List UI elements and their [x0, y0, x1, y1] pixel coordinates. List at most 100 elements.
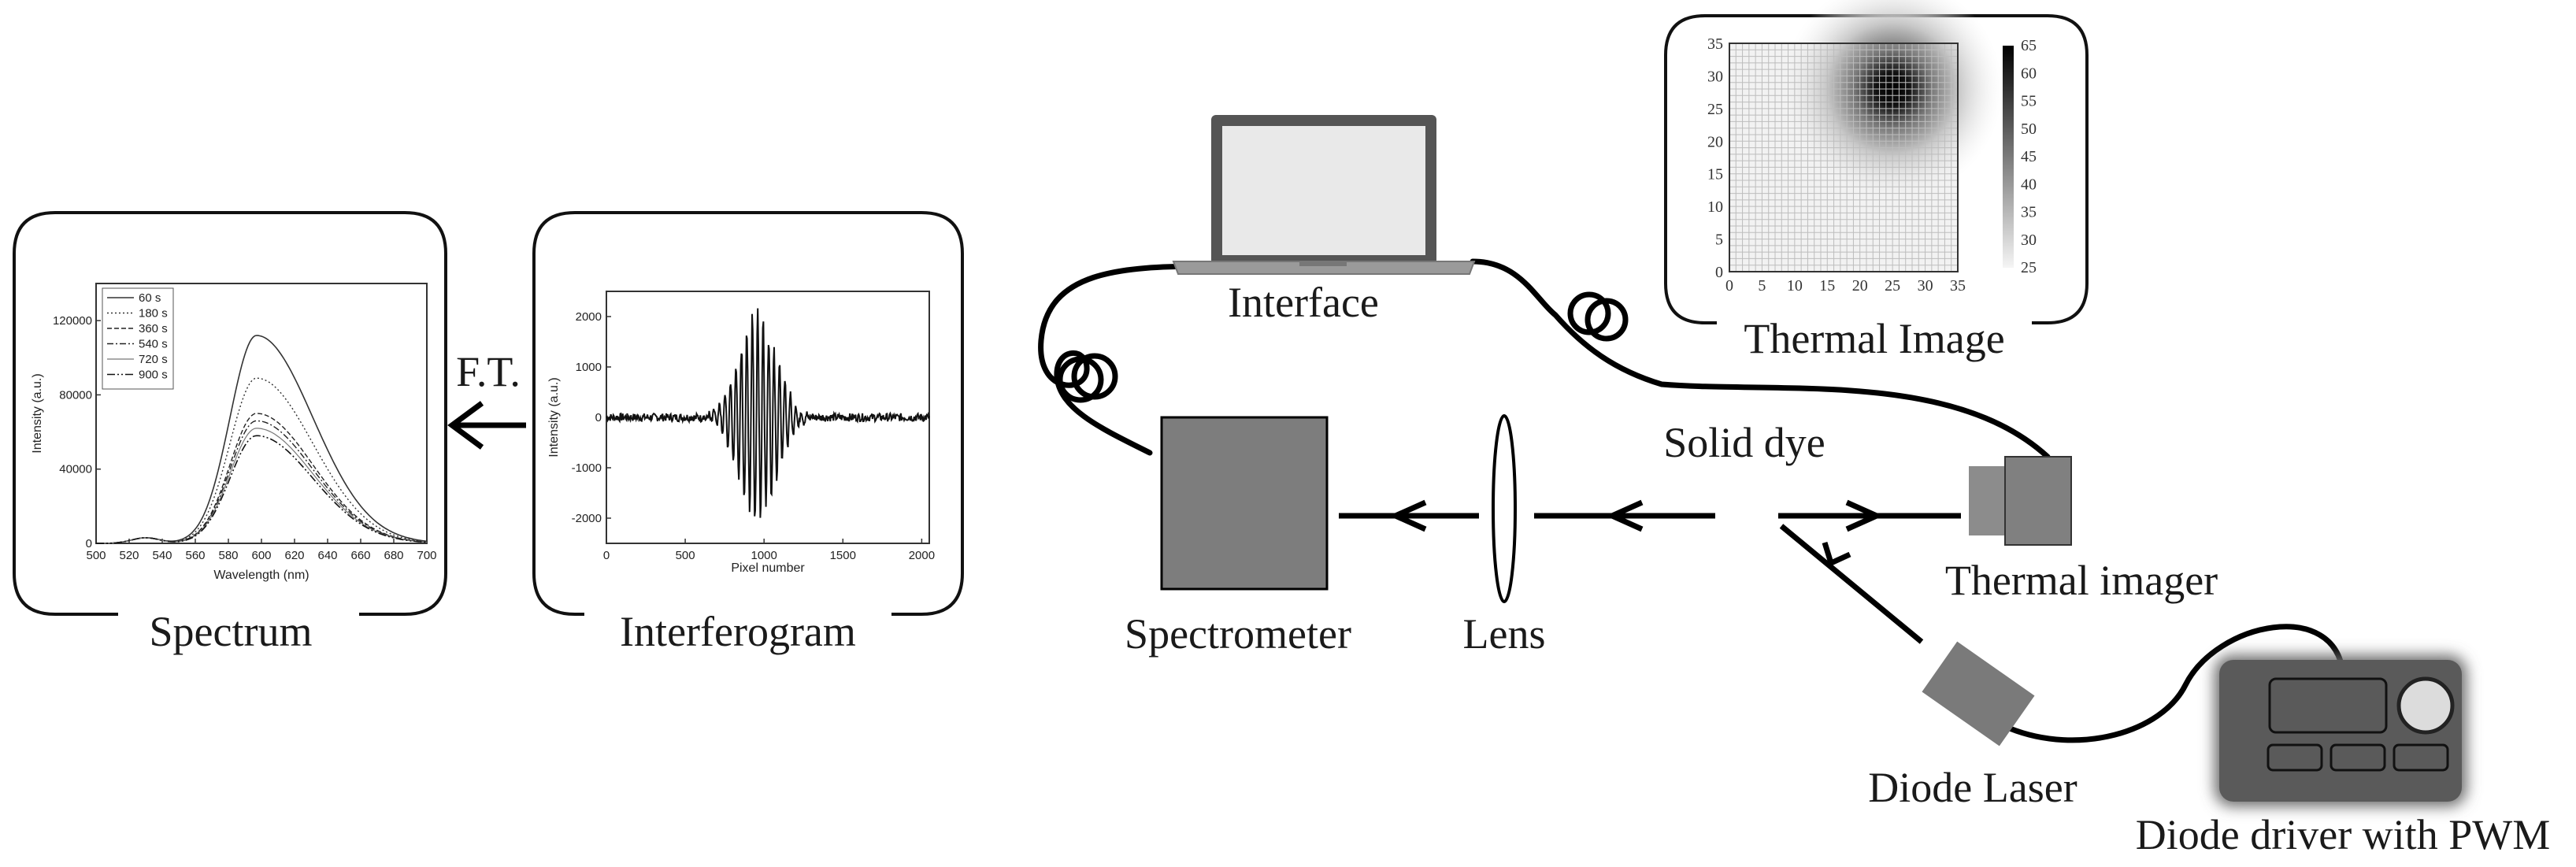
diode-laser: Diode Laser: [1868, 641, 2077, 811]
optical-fibers: [1038, 258, 2346, 743]
spectrum-label: Spectrum: [150, 608, 313, 655]
colorbar-tick-label: 50: [2021, 120, 2037, 138]
beam-arrowhead-1: [1388, 499, 1427, 532]
heatmap-xtick-label: 0: [1725, 277, 1733, 295]
colorbar-tick-label: 25: [2021, 259, 2037, 276]
spectrum-legend-entry: 540 s: [139, 338, 168, 351]
interferogram-xtick-label: 1000: [751, 549, 777, 562]
spectrum-series-line: [96, 377, 428, 544]
spectrum-xtick-label: 680: [384, 549, 403, 562]
interferogram-ytick-label: -1000: [572, 461, 602, 475]
heatmap-xtick-label: 30: [1918, 277, 1933, 295]
colorbar-tick-label: 65: [2021, 37, 2037, 54]
fiber-coil-right-2: [1585, 298, 1629, 342]
interferogram-xlabel: Pixel number: [731, 561, 805, 575]
heatmap-ytick-label: 25: [1707, 101, 1723, 118]
thermal-imager: Thermal imager: [1945, 456, 2218, 604]
ft-label: F.T.: [456, 348, 521, 395]
spectrum-xtick-label: 620: [284, 549, 304, 562]
spectrum-series-line: [96, 435, 428, 544]
diode-driver-knob: [2396, 676, 2455, 735]
heatmap-ytick-label: 35: [1707, 35, 1723, 53]
spectrum-xtick-label: 560: [185, 549, 205, 562]
spectrum-xtick-label: 580: [218, 549, 238, 562]
spectrum-ylabel: Intensity (a.u.): [31, 373, 44, 453]
colorbar-tick-label: 45: [2021, 148, 2037, 165]
light-beams: [1339, 499, 1961, 644]
heatmap-xtick-label: 25: [1885, 277, 1900, 295]
diode-driver-display: [2268, 677, 2388, 734]
heatmap-ytick-label: 10: [1707, 198, 1723, 216]
spectrum-legend-box: [102, 287, 174, 390]
interferogram-xtick-label: 0: [603, 549, 610, 562]
thermal-imager-body: [2004, 456, 2072, 546]
spectrum-legend-entry: 360 s: [139, 322, 168, 335]
diode-laser-label: Diode Laser: [1868, 764, 2077, 811]
spectrum-series-line: [96, 420, 428, 544]
solid-dye-label: Solid dye: [1663, 419, 1825, 466]
diode-driver-button-3: [2393, 743, 2449, 772]
diode-driver-label: Diode driver with PWM: [2136, 811, 2550, 858]
spectrum-frame: [13, 211, 447, 616]
fiber-laptop-to-imager: [1470, 258, 2051, 460]
spectrum-xtick-label: 520: [119, 549, 139, 562]
spectrum-xtick-label: 660: [350, 549, 370, 562]
heatmap-ytick-label: 15: [1707, 166, 1723, 183]
heatmap-xtick-label: 35: [1950, 277, 1966, 295]
fiber-laptop-to-spectrometer: [1038, 263, 1212, 456]
laptop-interface: Interface: [1172, 115, 1476, 326]
spectrum-legend-entry: 180 s: [139, 307, 168, 320]
heatmap-xtick-label: 5: [1758, 277, 1766, 295]
interferogram-ytick-label: -2000: [572, 512, 602, 525]
spectrum-ytick-label: 120000: [53, 314, 92, 328]
fiber-coil-left-2: [1071, 353, 1118, 400]
colorbar-tick-label: 55: [2021, 93, 2037, 110]
diode-driver: Diode driver with PWM: [2136, 655, 2550, 858]
colorbar-tick-label: 60: [2021, 65, 2037, 82]
heatmap-border: [1729, 43, 1959, 272]
spectrum-xtick-label: 500: [86, 549, 106, 562]
spectrum-legend-entry: 60 s: [139, 291, 161, 305]
colorbar-tick-label: 40: [2021, 176, 2037, 193]
cable-laser-to-driver: [2007, 624, 2346, 743]
heatmap-ytick-label: 0: [1715, 264, 1723, 281]
interferogram-xtick-label: 500: [676, 549, 695, 562]
interferogram-trace: [606, 308, 930, 518]
interferogram-ylabel: Intensity (a.u.): [547, 377, 561, 457]
laptop-base: [1172, 261, 1476, 275]
interferogram-label: Interferogram: [620, 608, 856, 655]
colorbar-tick-label: 35: [2021, 204, 2037, 221]
interface-label: Interface: [1228, 279, 1379, 326]
thermal-image-label: Thermal Image: [1744, 315, 2004, 362]
spectrum-series: [96, 335, 428, 544]
beam-arrowhead-2: [1605, 499, 1644, 532]
spectrum-xlabel: Wavelength (nm): [213, 569, 309, 582]
spectrometer-box: [1160, 416, 1329, 591]
diode-driver-button-1: [2267, 743, 2323, 772]
heatmap-ytick-label: 5: [1715, 232, 1723, 249]
spectrometer-label: Spectrometer: [1125, 610, 1351, 658]
spectrum-legend-entry: 720 s: [139, 353, 168, 366]
diode-laser-body: [1922, 641, 2035, 747]
lens-label: Lens: [1463, 610, 1546, 658]
beam-arrowhead-3: [1845, 499, 1884, 532]
spectrum-series-line: [96, 428, 428, 544]
interferogram-xtick-label: 2000: [909, 549, 935, 562]
heatmap-xtick-label: 20: [1852, 277, 1868, 295]
heatmap-grid: [1729, 43, 1959, 272]
interferogram-frame: [532, 211, 964, 616]
interferogram-ytick-label: 0: [595, 411, 602, 424]
beam-arrowhead-4: [1822, 541, 1851, 567]
thermal-imager-label: Thermal imager: [1945, 557, 2218, 604]
diode-driver-button-2: [2330, 743, 2386, 772]
